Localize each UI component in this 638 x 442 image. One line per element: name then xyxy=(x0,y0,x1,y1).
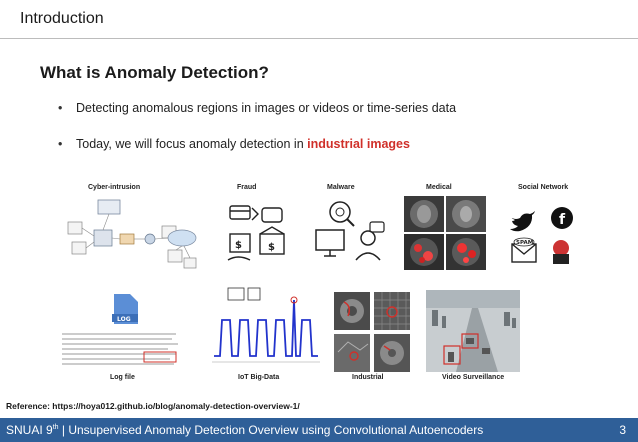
reference-link[interactable]: Reference: https://hoya012.github.io/blo… xyxy=(6,401,300,411)
surveillance-image xyxy=(426,290,520,372)
footer-org: SNUAI 9 xyxy=(6,423,53,437)
social-network-icon: f SPAM xyxy=(510,207,573,264)
log-badge: LOG xyxy=(117,316,131,323)
section-title: Introduction xyxy=(20,10,104,27)
caption-malware: Malware xyxy=(327,184,355,191)
industrial-image xyxy=(334,292,410,372)
svg-text:$: $ xyxy=(268,242,275,253)
bullet-item: Detecting anomalous regions in images or… xyxy=(58,100,456,136)
svg-text:$: $ xyxy=(235,240,242,251)
log-file-icon: LOG xyxy=(62,294,178,365)
medical-scan-image xyxy=(404,196,486,270)
network-diagram-icon xyxy=(67,199,197,269)
slide-footer: SNUAI 9th | Unsupervised Anomaly Detecti… xyxy=(0,418,638,442)
iot-signal-chart xyxy=(212,287,320,363)
caption-iot-big-data: IoT Big-Data xyxy=(238,374,280,381)
spam-badge: SPAM xyxy=(516,240,533,246)
header-divider xyxy=(0,38,638,39)
caption-industrial: Industrial xyxy=(352,374,384,381)
bullet-text: Detecting anomalous regions in images or… xyxy=(76,101,457,115)
footer-title: | Unsupervised Anomaly Detection Overvie… xyxy=(58,423,484,437)
svg-text:f: f xyxy=(559,212,566,228)
footer-org-sup: th xyxy=(52,424,59,431)
slide-header: Introduction xyxy=(0,0,638,38)
anomaly-examples-figure: Cyber-intrusion Fraud Malware Medical So… xyxy=(0,178,638,388)
caption-fraud: Fraud xyxy=(237,184,257,191)
caption-medical: Medical xyxy=(426,184,452,191)
bullet-item: Today, we will focus anomaly detection i… xyxy=(58,136,456,172)
bullet-list: Detecting anomalous regions in images or… xyxy=(58,100,456,172)
caption-cyber-intrusion: Cyber-intrusion xyxy=(88,184,141,191)
caption-social-network: Social Network xyxy=(518,184,569,191)
fraud-icon: $ $ xyxy=(227,205,285,261)
bullet-text: Today, we will focus anomaly detection i… xyxy=(76,137,308,151)
caption-log-file: Log file xyxy=(110,374,135,381)
highlight-text: industrial images xyxy=(307,137,410,151)
malware-icon xyxy=(315,201,385,261)
page-number: 3 xyxy=(619,423,626,437)
footer-text: SNUAI 9th | Unsupervised Anomaly Detecti… xyxy=(6,423,483,437)
caption-video-surveillance: Video Surveillance xyxy=(442,374,505,381)
slide-title: What is Anomaly Detection? xyxy=(40,63,269,82)
